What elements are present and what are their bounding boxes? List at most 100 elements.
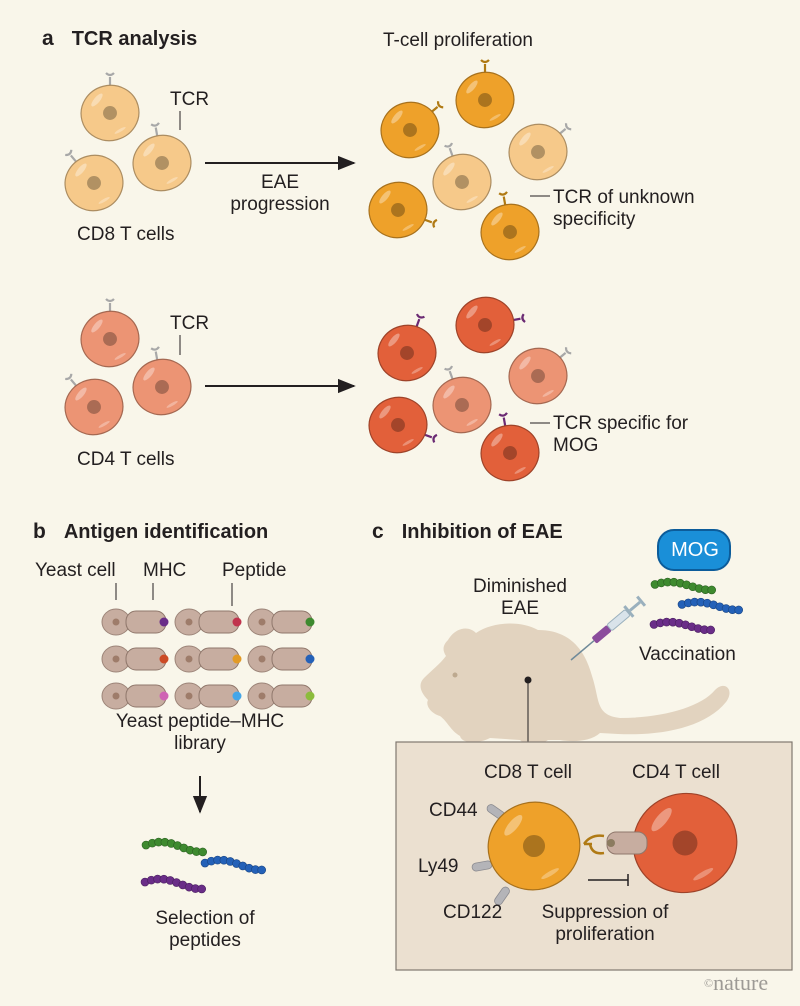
peptide-bead [305, 617, 315, 627]
peptide-bead [232, 691, 242, 701]
peptide-chain [649, 617, 716, 635]
cd8-group-label: CD8 T cells [77, 224, 175, 245]
proliferation-subtitle: T-cell proliferation [383, 30, 533, 51]
tcr-receptor-icon [150, 346, 160, 361]
tcr-receptor-icon [65, 373, 78, 388]
tcr-receptor-icon [422, 218, 438, 228]
peptide-bead [232, 654, 242, 664]
nucleus [522, 834, 546, 858]
t-cell [480, 412, 540, 482]
tcr-receptor-icon [444, 142, 454, 158]
yeast-display-cell [247, 645, 315, 673]
mog-badge [657, 529, 731, 571]
yeast-display-cell [174, 682, 242, 710]
peptide-chain [650, 577, 717, 595]
t-cell [368, 181, 438, 239]
nucleus [478, 318, 492, 332]
cd4-cell-group [64, 298, 192, 436]
yeast-display-cell [174, 645, 242, 673]
tcr-receptor-icon [105, 298, 115, 312]
cd8-tcr-label: TCR [170, 89, 210, 110]
peptide-chain [140, 874, 206, 894]
yeast-display-cell [101, 608, 169, 636]
tcr-receptor-icon [444, 365, 454, 381]
inset-cd4-label: CD4 T cell [632, 762, 720, 783]
nature-logo-text: nature [713, 970, 769, 995]
cd4-t-cell [632, 792, 738, 894]
yeast-display-cell [247, 608, 315, 636]
cd8-cell-group [64, 72, 192, 212]
t-cell [432, 365, 492, 434]
nucleus [503, 225, 517, 239]
t-cell [64, 373, 124, 436]
nucleus [455, 398, 469, 412]
diminished-eae-label: Diminished EAE [473, 576, 567, 619]
tcr-receptor-icon [65, 149, 78, 164]
selected-peptides [140, 837, 267, 894]
mog-tcr-annotation: TCR specific for MOG [553, 413, 689, 456]
nucleus [155, 380, 169, 394]
cd8-tcr-icon [582, 834, 605, 855]
yeast-display-cell [247, 682, 315, 710]
peptide-chain [141, 837, 207, 857]
nature-credit: ©nature [704, 970, 768, 996]
panel-b-title: Antigen identification [63, 521, 269, 543]
yeast-library-grid [101, 608, 315, 710]
nucleus [531, 369, 545, 383]
mog-badge-label: MOG [671, 539, 719, 561]
nucleus [87, 400, 101, 414]
peptide-bead [159, 617, 169, 627]
nucleus [400, 346, 414, 360]
t-cell [377, 313, 437, 382]
mhc-label: MHC [143, 560, 187, 581]
nucleus [403, 123, 417, 137]
panel-a-title: TCR analysis [71, 28, 198, 50]
nucleus [87, 176, 101, 190]
nucleus [103, 332, 117, 346]
peptide-bead [232, 617, 242, 627]
peptide-bead [159, 654, 169, 664]
surface-marker [494, 886, 510, 906]
panel-b-letter: b [33, 520, 46, 543]
nucleus [672, 830, 698, 856]
t-cell [80, 72, 140, 142]
marker-ly49: Ly49 [418, 856, 459, 877]
peptide-bead [607, 839, 615, 847]
tcr-receptor-icon [557, 347, 572, 360]
cd4-proliferated-cells [368, 296, 572, 482]
panel-c-title: Inhibition of EAE [401, 521, 563, 543]
copyright-symbol: © [704, 976, 714, 990]
tcr-receptor-icon [150, 122, 160, 137]
t-cell [64, 149, 124, 212]
panel-a-letter: a [42, 27, 54, 50]
nucleus [531, 145, 545, 159]
peptide-bead [305, 691, 315, 701]
t-cell [80, 298, 140, 368]
t-cell [480, 191, 540, 261]
t-cell [132, 346, 192, 416]
yeast-cell-label: Yeast cell [35, 560, 116, 581]
nucleus [478, 93, 492, 107]
panel-a-heading: a TCR analysis [42, 27, 198, 51]
nucleus [391, 418, 405, 432]
selection-label: Selection of peptides [155, 908, 255, 951]
suppression-label: Suppression of proliferation [541, 902, 669, 945]
tcr-receptor-icon [480, 59, 490, 73]
t-cell [455, 59, 515, 129]
cd8-t-cell [487, 801, 581, 891]
vaccination-label: Vaccination [639, 644, 736, 665]
mouse-silhouette [420, 623, 730, 745]
tcr-receptor-icon [429, 101, 444, 114]
tcr-receptor-icon [498, 191, 508, 206]
tcr-receptor-icon [557, 123, 572, 136]
syringe-icon [570, 595, 647, 661]
inset-cell-interaction [471, 792, 738, 906]
nucleus [503, 446, 517, 460]
tcr-receptor-icon [498, 412, 508, 427]
tcr-receptor-icon [105, 72, 115, 86]
nucleus [455, 175, 469, 189]
peptide-bead [305, 654, 315, 664]
t-cell [132, 122, 192, 192]
